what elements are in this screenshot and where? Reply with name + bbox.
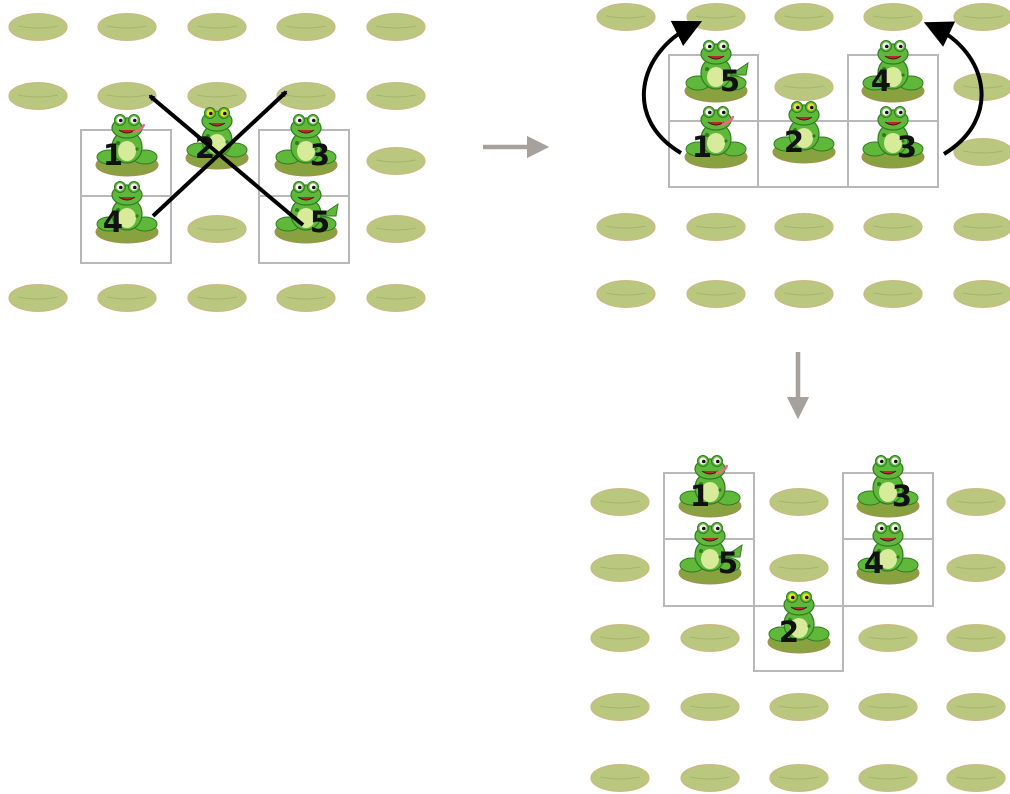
jump-arrow-frog-4: [151, 90, 288, 218]
frog-number: 5: [720, 64, 740, 98]
lily-pad: [769, 488, 829, 516]
frog-3: 3: [274, 114, 338, 177]
jump-arrow-frog-1: [641, 20, 703, 155]
lily-pad: [686, 280, 746, 308]
lily-pad: [769, 554, 829, 582]
lily-pad: [774, 73, 834, 101]
lily-pad: [858, 693, 918, 721]
lily-pad: [366, 284, 426, 312]
frog-3: 3: [861, 106, 925, 169]
lily-pad: [680, 764, 740, 792]
lily-pad: [946, 554, 1006, 582]
lily-pad: [686, 213, 746, 241]
lily-pad: [596, 213, 656, 241]
lily-pad: [953, 138, 1010, 166]
lily-pad: [187, 82, 247, 110]
lily-pad: [590, 764, 650, 792]
frog-2: 2: [767, 591, 831, 654]
lily-pad: [8, 82, 68, 110]
lily-pad: [774, 280, 834, 308]
lily-pad: [946, 488, 1006, 516]
lily-pad: [769, 693, 829, 721]
lily-pad: [858, 624, 918, 652]
frog-4: 4: [856, 522, 920, 585]
lily-pad: [366, 215, 426, 243]
lily-pad: [187, 284, 247, 312]
lily-pad: [276, 284, 336, 312]
lily-pad: [953, 213, 1010, 241]
lily-pad: [863, 213, 923, 241]
frog-number: 4: [871, 64, 891, 98]
frog-1: 1: [95, 114, 159, 177]
lily-pad: [596, 280, 656, 308]
frog-5: 5: [274, 181, 339, 244]
frog-1: 1: [684, 106, 748, 169]
lily-pad: [97, 284, 157, 312]
lily-pad: [946, 624, 1006, 652]
lily-pad: [863, 280, 923, 308]
lily-pad: [187, 215, 247, 243]
frog-number: 1: [103, 138, 123, 172]
frog-3: 3: [856, 455, 920, 518]
frog-number: 1: [692, 130, 712, 164]
frog-number: 5: [310, 205, 330, 239]
frog-4: 4: [95, 181, 159, 244]
lily-pad: [953, 3, 1010, 31]
jump-arrow-frog-3: [923, 21, 984, 156]
frog-4: 4: [861, 40, 925, 103]
lily-pad: [946, 764, 1006, 792]
lily-pad: [953, 280, 1010, 308]
lily-pad: [590, 554, 650, 582]
lily-pad: [276, 82, 336, 110]
frogs-final: 1 3 5 4 2: [678, 455, 920, 654]
frog-number: 1: [690, 479, 710, 513]
frog-number: 4: [103, 205, 123, 239]
frog-number: 3: [892, 479, 912, 513]
lily-pad: [769, 764, 829, 792]
frog-number: 5: [718, 546, 738, 580]
frog-5: 5: [684, 40, 749, 103]
lily-pad: [858, 764, 918, 792]
frog-number: 2: [779, 615, 799, 649]
lily-pad: [590, 693, 650, 721]
lily-pad: [774, 3, 834, 31]
lily-pad: [774, 213, 834, 241]
lily-pad: [590, 624, 650, 652]
lily-pad: [8, 284, 68, 312]
lily-pad: [276, 13, 336, 41]
frog-1: 1: [678, 455, 742, 518]
lily-pad: [97, 82, 157, 110]
lily-pad: [8, 13, 68, 41]
lily-pad-grid-final: [590, 488, 1006, 792]
lily-pad: [366, 13, 426, 41]
frogs-after-cross-jumps: 5 4 1 2 3: [684, 40, 925, 169]
lily-pad: [366, 82, 426, 110]
lily-pad-grid-after-cross-jumps: [596, 3, 1010, 308]
lily-pad: [680, 624, 740, 652]
frog-number: 3: [310, 138, 330, 172]
lily-pad: [946, 693, 1006, 721]
frog-number: 3: [897, 130, 917, 164]
jump-arrow-frog-5: [148, 94, 305, 227]
lily-pad: [187, 13, 247, 41]
lily-pad: [863, 3, 923, 31]
lily-pad: [680, 693, 740, 721]
lily-pad: [596, 3, 656, 31]
lily-pad: [366, 147, 426, 175]
frog-number: 4: [864, 546, 884, 580]
lily-pad: [590, 488, 650, 516]
frog-2: 2: [772, 101, 836, 164]
frog-number: 2: [784, 125, 804, 159]
lily-pad: [686, 3, 746, 31]
frog-5: 5: [678, 522, 743, 585]
lily-pad: [97, 13, 157, 41]
